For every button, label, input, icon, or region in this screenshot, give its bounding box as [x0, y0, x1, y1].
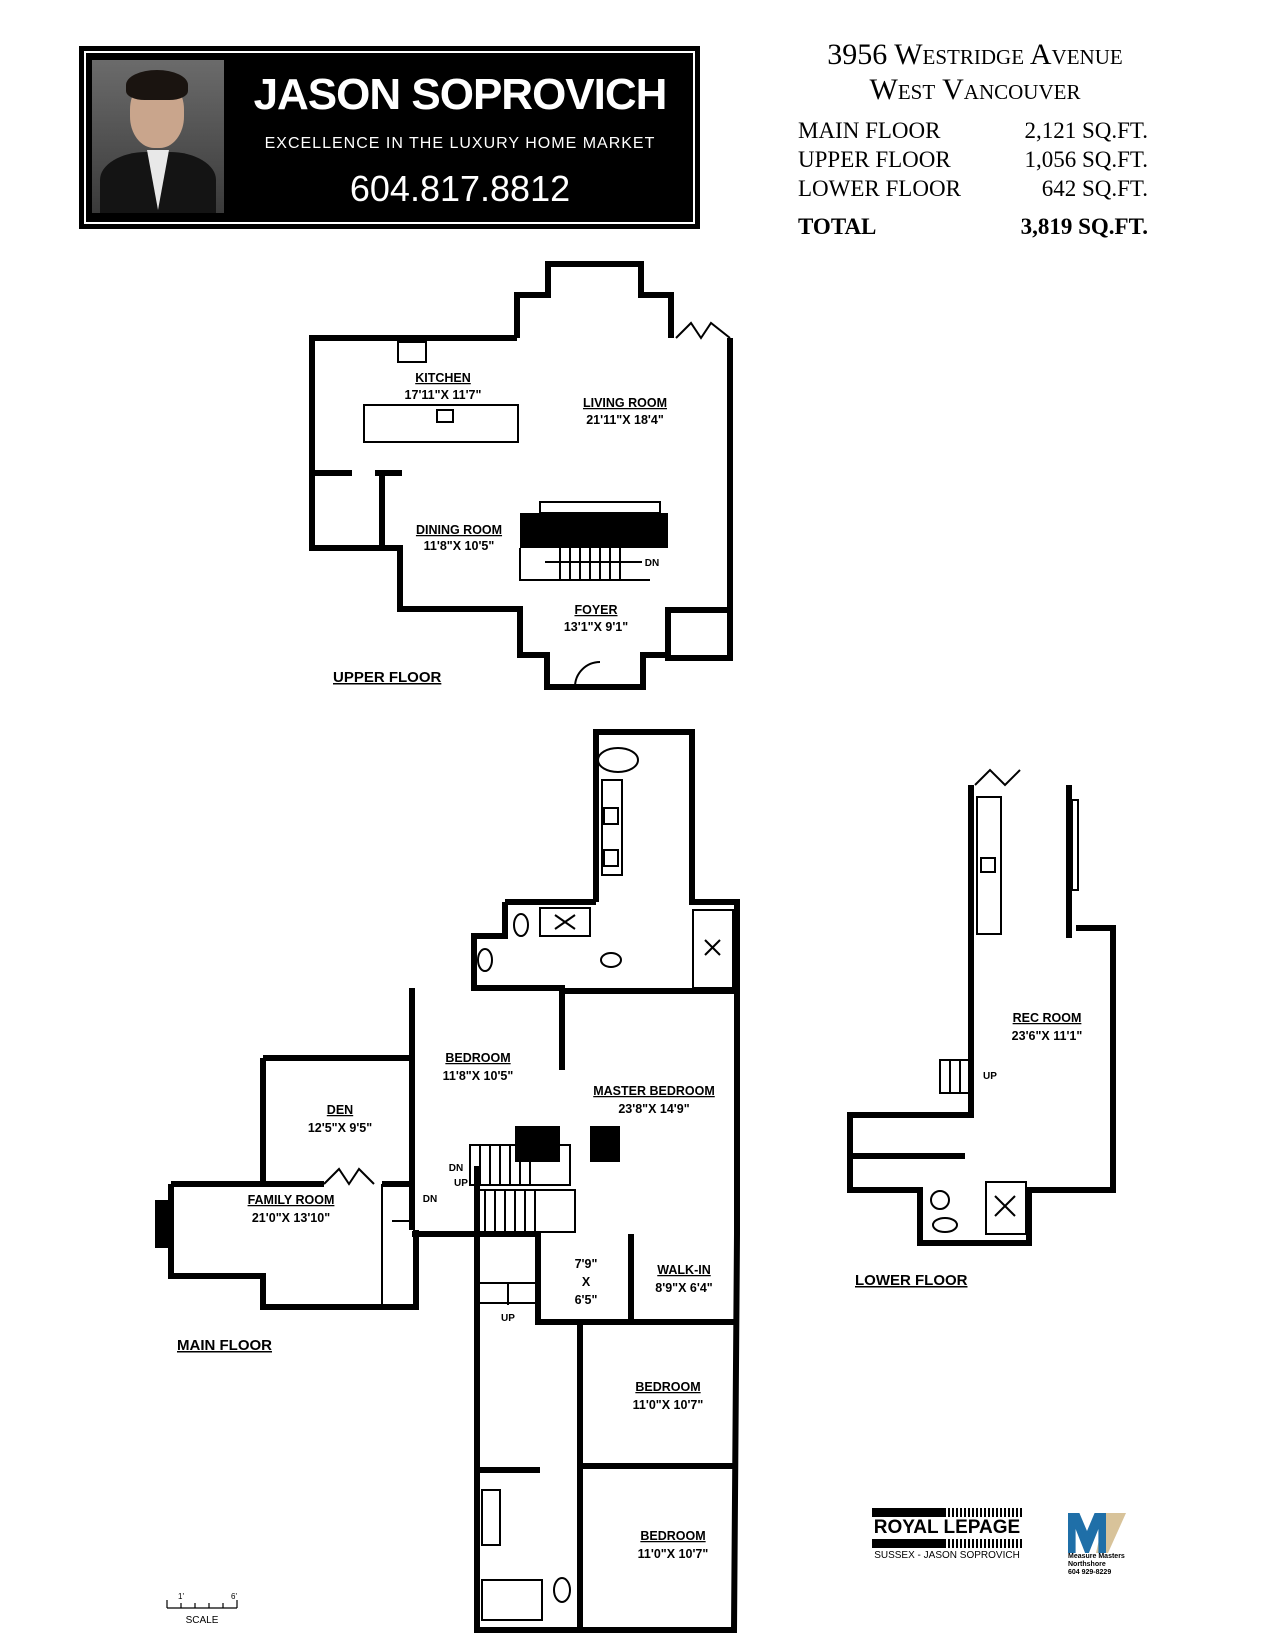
room-dims: 23'8"X 14'9" [618, 1102, 689, 1116]
stair-label: DN [423, 1194, 437, 1205]
floor-title: UPPER FLOOR [333, 669, 442, 686]
main-floor-walls [168, 729, 740, 1633]
closet-dims: 7'9" [575, 1257, 598, 1271]
room-name: BEDROOM [635, 1380, 700, 1394]
property-address: 3956 Westridge Avenue [827, 38, 1123, 71]
stair-label: DN [449, 1163, 463, 1174]
room-name: DEN [327, 1103, 353, 1117]
room-dims: 23'6"X 11'1" [1012, 1029, 1083, 1043]
area-label: UPPER FLOOR [798, 147, 951, 172]
lower-floor-walls [847, 785, 1116, 1246]
room-name: WALK-IN [657, 1263, 710, 1277]
room-dims: 21'11"X 18'4" [586, 413, 664, 427]
fireplace [520, 513, 668, 548]
closet-dims: X [582, 1275, 591, 1289]
agent-phone: 604.817.8812 [349, 168, 571, 209]
mm-logo-mark [1068, 1513, 1126, 1553]
area-value: 2,121 SQ.FT. [1024, 118, 1148, 143]
room-name: REC ROOM [1013, 1011, 1082, 1025]
room-dims: 8'9"X 6'4" [655, 1281, 712, 1295]
scale-end: 6' [231, 1592, 237, 1601]
room-name: BEDROOM [445, 1051, 510, 1065]
brokerage-name: ROYAL LEPAGE [873, 1517, 1021, 1538]
area-value: 1,056 SQ.FT. [1024, 147, 1148, 172]
room-name: KITCHEN [415, 371, 471, 385]
closet-dims: 6'5" [575, 1293, 598, 1307]
floor-title: LOWER FLOOR [855, 1272, 968, 1289]
scale-start: 1' [178, 1592, 184, 1601]
family-fireplace [155, 1200, 171, 1248]
upper-floor-walls [309, 261, 733, 690]
upper-floor-labels: KITCHEN 17'11"X 11'7" LIVING ROOM 21'11"… [333, 371, 667, 686]
brokerage-office: SUSSEX - JASON SOPROVICH [874, 1550, 1020, 1561]
room-dims: 11'8"X 10'5" [424, 539, 495, 553]
area-label: MAIN FLOOR [798, 118, 941, 143]
room-dims: 11'0"X 10'7" [633, 1398, 704, 1412]
stair-label: UP [983, 1071, 997, 1082]
area-value: 642 SQ.FT. [1041, 176, 1148, 201]
royal-lepage-logo: ROYAL LEPAGE SUSSEX - JASON SOPROVICH [872, 1508, 1022, 1561]
room-dims: 11'8"X 10'5" [443, 1069, 514, 1083]
floor-title: MAIN FLOOR [177, 1337, 272, 1354]
room-dims: 11'0"X 10'7" [638, 1547, 709, 1561]
room-name: FAMILY ROOM [248, 1193, 335, 1207]
stair-label: DN [645, 558, 659, 569]
room-dims: 12'5"X 9'5" [308, 1121, 372, 1135]
property-city: West Vancouver [869, 73, 1081, 106]
main-floor-fixtures [323, 747, 734, 1621]
room-name: MASTER BEDROOM [593, 1084, 715, 1098]
stair-label: UP [501, 1313, 515, 1324]
agent-tagline: EXCELLENCE IN THE LUXURY HOME MARKET [264, 135, 656, 152]
total-label: TOTAL [798, 214, 877, 239]
room-name: BEDROOM [640, 1529, 705, 1543]
agent-photo [92, 60, 224, 213]
room-name: LIVING ROOM [583, 396, 667, 410]
scale-label: SCALE [186, 1615, 219, 1626]
measure-masters-logo: Measure Masters Northshore 604 929-8229 [1068, 1513, 1158, 1577]
measurer-name: Measure Masters Northshore [1068, 1553, 1125, 1568]
room-name: DINING ROOM [416, 523, 502, 537]
stair-label: UP [454, 1178, 468, 1189]
area-label: LOWER FLOOR [798, 176, 961, 201]
lower-floor-labels: REC ROOM 23'6"X 11'1" UP LOWER FLOOR [855, 1011, 1082, 1289]
lower-floor-fixtures [930, 768, 1079, 1235]
total-value: 3,819 SQ.FT. [1020, 214, 1148, 239]
agent-name: JASON SOPROVICH [253, 70, 668, 119]
measurer-phone: 604 929-8229 [1068, 1569, 1112, 1576]
upper-floor-fixtures [363, 321, 731, 688]
room-dims: 13'1"X 9'1" [564, 620, 628, 634]
room-dims: 17'11"X 11'7" [405, 388, 482, 402]
main-floor-labels: BEDROOM 11'8"X 10'5" MASTER BEDROOM 23'8… [177, 1051, 715, 1561]
scale-bar [166, 1600, 238, 1609]
room-dims: 21'0"X 13'10" [252, 1211, 330, 1225]
room-name: FOYER [574, 603, 617, 617]
banner-border [84, 51, 695, 224]
